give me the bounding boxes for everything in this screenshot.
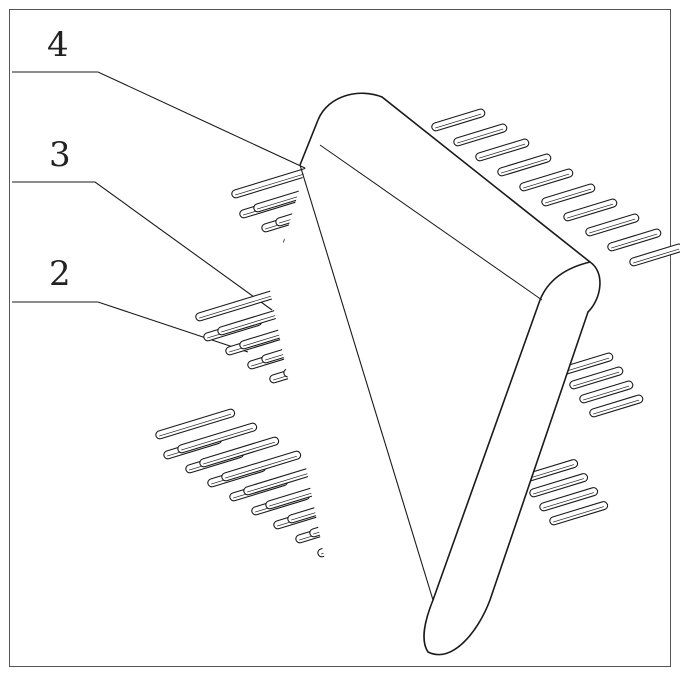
leader-lines bbox=[12, 71, 306, 353]
plate-top-edge bbox=[317, 92, 591, 263]
back-fin bbox=[519, 168, 574, 192]
plate-rim bbox=[423, 261, 601, 656]
leader-line-2 bbox=[12, 301, 249, 353]
back-fin bbox=[549, 501, 609, 526]
back-fin bbox=[431, 108, 486, 132]
plate-lower-edge bbox=[299, 164, 434, 601]
back-fin bbox=[579, 380, 634, 404]
back-fin bbox=[497, 153, 552, 177]
back-fin bbox=[529, 473, 589, 498]
plate-inner-line bbox=[319, 144, 543, 301]
back-fin bbox=[453, 123, 508, 147]
front-fin bbox=[221, 450, 302, 482]
front-fin bbox=[199, 436, 280, 468]
back-fin bbox=[475, 138, 530, 162]
figure-border bbox=[9, 9, 671, 667]
callout-label-2: 2 bbox=[49, 254, 71, 294]
callout-labels: 4 3 2 bbox=[47, 25, 71, 294]
back-fin-group bbox=[431, 108, 680, 526]
back-fin bbox=[563, 198, 618, 222]
front-fin bbox=[177, 422, 258, 454]
back-fin bbox=[569, 366, 624, 390]
leader-line-4 bbox=[12, 71, 306, 169]
back-fin bbox=[539, 487, 599, 512]
base-plate bbox=[270, 92, 601, 656]
front-fin bbox=[155, 408, 236, 440]
back-fin bbox=[541, 183, 596, 207]
back-fin bbox=[607, 228, 662, 252]
back-fin bbox=[629, 243, 680, 267]
back-fin bbox=[585, 213, 640, 237]
leader-line-3 bbox=[12, 181, 273, 311]
callout-label-3: 3 bbox=[49, 135, 71, 175]
callout-label-4: 4 bbox=[47, 25, 69, 65]
plate-left-edge bbox=[299, 119, 319, 166]
back-fin bbox=[589, 394, 644, 418]
